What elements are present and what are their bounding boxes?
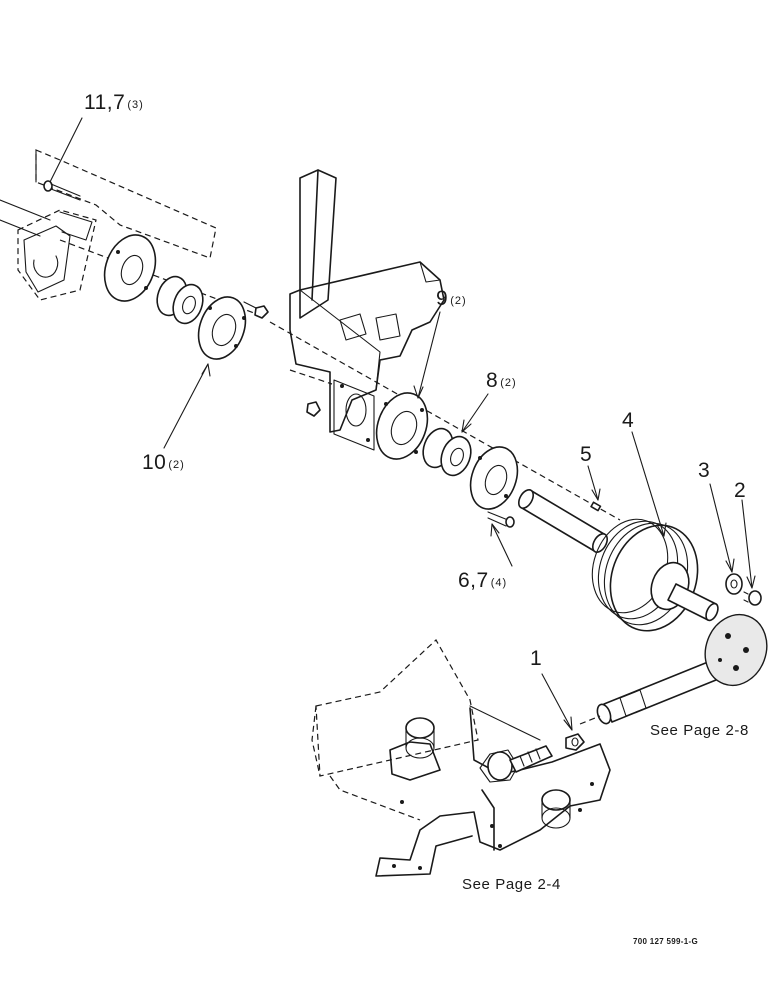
callout-5: 5 — [580, 444, 594, 465]
center-bracket — [289, 169, 445, 451]
drawing-code: 700 127 599-1-G — [633, 937, 698, 946]
sleeve-spacer — [517, 489, 609, 553]
key-5 — [590, 501, 602, 512]
callout-quantity: (3) — [127, 99, 144, 111]
callout-number: 10 — [142, 451, 167, 474]
callout-9: 9(2) — [436, 288, 467, 309]
small-nut-left — [243, 301, 269, 319]
callout-number: 8 — [486, 369, 499, 392]
callout-8: 8(2) — [486, 370, 517, 391]
washer-3 — [725, 573, 743, 595]
left-bearing — [156, 275, 204, 325]
flange-6 — [469, 446, 519, 528]
callout-3: 3 — [698, 460, 712, 481]
bearing-8 — [422, 427, 472, 477]
callout-2: 2 — [734, 480, 748, 501]
nut-1 — [565, 733, 585, 751]
gearbox-input-shaft — [579, 613, 768, 725]
flange-10 — [197, 296, 247, 360]
callout-quantity: (2) — [168, 459, 185, 471]
sheave-4 — [591, 518, 719, 632]
callout-1: 1 — [530, 648, 544, 669]
callout-4: 4 — [622, 410, 636, 431]
callout-quantity: (2) — [500, 377, 517, 389]
bolt-2 — [743, 590, 762, 606]
callout-10: 10(2) — [142, 452, 185, 473]
small-nut-center — [306, 401, 321, 417]
left-frame-section — [0, 149, 217, 301]
see-page-2-4-label: See Page 2-4 — [462, 876, 561, 893]
callout-number: 9 — [436, 287, 449, 310]
callout-quantity: (4) — [490, 577, 508, 589]
callout-number: 2 — [734, 479, 747, 502]
callout-quantity: (2) — [450, 295, 467, 307]
callout-number: 4 — [622, 409, 635, 432]
shaft-centerline — [59, 239, 621, 521]
see-page-2-8-label: See Page 2-8 — [650, 722, 749, 739]
bolt-11 — [43, 180, 81, 201]
left-flange-plate — [103, 234, 157, 302]
callout-number: 1 — [530, 647, 543, 670]
leader-lines — [49, 117, 756, 731]
callout-number: 3 — [698, 459, 711, 482]
callout-number: 6,7 — [458, 569, 489, 592]
callout-11-7: 11,7(3) — [84, 92, 144, 113]
lower-frame-assembly — [311, 639, 611, 877]
callout-number: 5 — [580, 443, 593, 466]
flange-9 — [375, 392, 429, 460]
callout-number: 11,7 — [84, 91, 126, 114]
callout-6-7: 6,7(4) — [458, 570, 507, 591]
